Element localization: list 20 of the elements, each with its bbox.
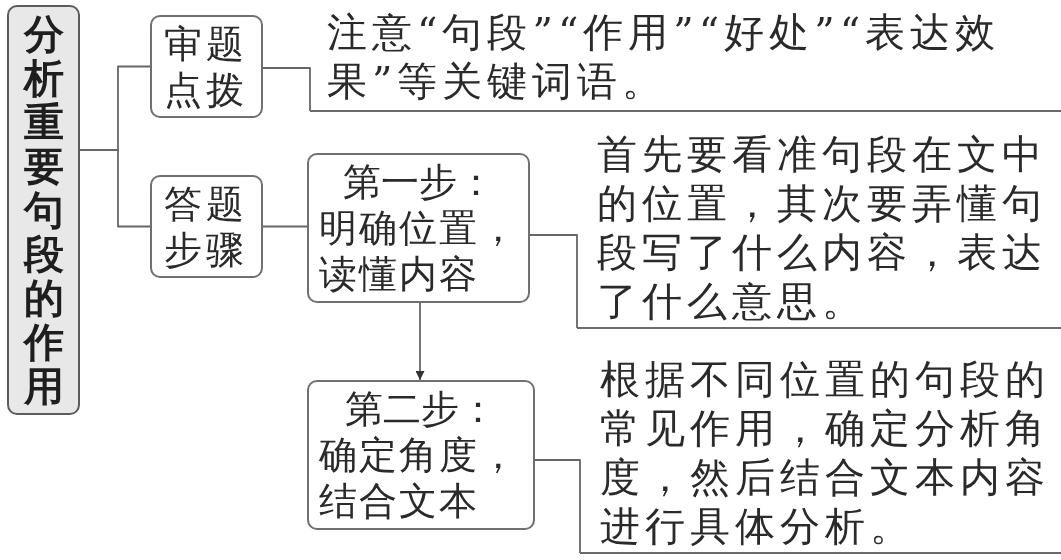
step-box	[307, 380, 535, 530]
connector-line	[529, 234, 578, 329]
category-box	[150, 15, 263, 118]
arrow	[415, 302, 425, 381]
step-box	[307, 153, 530, 303]
category-box	[150, 175, 263, 278]
step-heading: 第一步：	[341, 159, 496, 205]
note-text: 根据不同位置的句段的常见作用，确定分析角度，然后结合文本内容进行具体分析。	[600, 355, 1051, 551]
step-heading: 第二步：	[344, 386, 498, 432]
note-text: 注意“句段”“作用”“好处”“表达效果”等关键词语。	[327, 8, 1002, 106]
topic-title: 分析重要句段的作用	[23, 12, 64, 408]
category-label: 答题步骤	[163, 180, 249, 273]
connector-line	[262, 225, 308, 228]
step-text: 确定角度，结合文本	[319, 432, 520, 524]
topic-box	[7, 5, 80, 415]
note-text: 首先要看准句段在文中的位置，其次要弄懂句段写了什么内容，表达了什么意思。	[597, 130, 1048, 326]
connector-line	[534, 459, 581, 554]
step-text: 明确位置，读懂内容	[319, 205, 520, 297]
category-label: 审题点拨	[163, 20, 249, 113]
connector-line	[262, 67, 311, 112]
